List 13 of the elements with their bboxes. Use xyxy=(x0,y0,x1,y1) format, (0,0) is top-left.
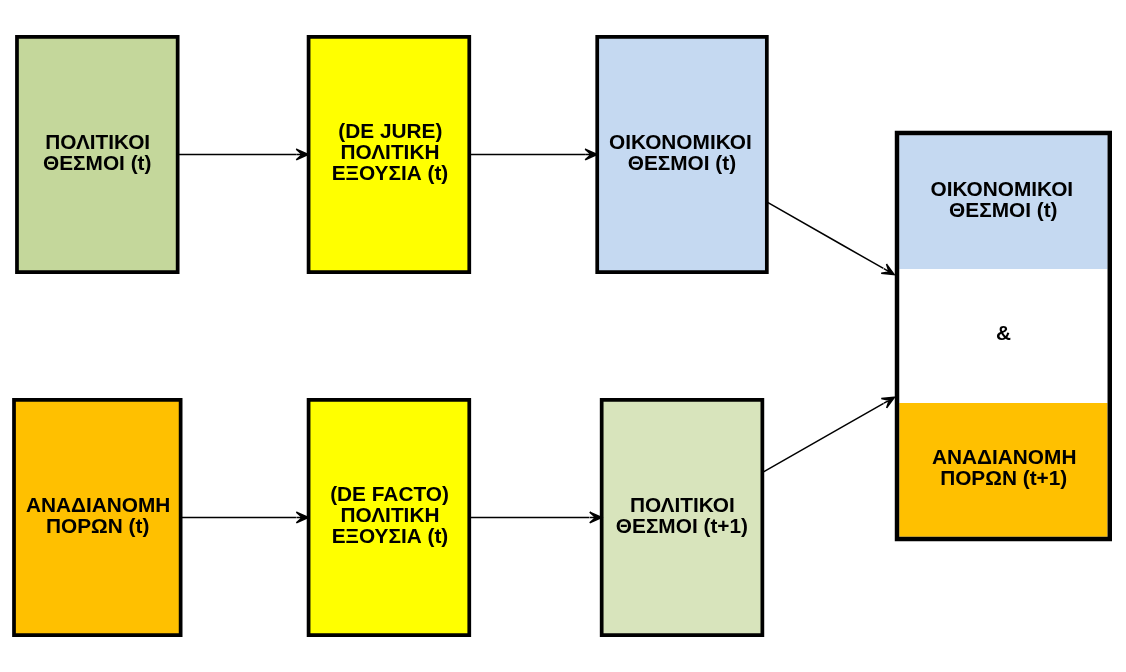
node-box: (DE FACTO) ΠΟΛΙΤΙΚΗ ΕΞΟΥΣΙΑ (t) xyxy=(306,398,472,637)
node-box: ΠΟΛΙΤΙΚΟΙ ΘΕΣΜΟΙ (t+1) xyxy=(599,398,765,637)
arrow xyxy=(761,396,896,474)
arrow xyxy=(176,148,309,161)
node-box: ΑΝΑΔΙΑΝΟΜΗ ΠΟΡΩΝ (t) xyxy=(12,398,183,637)
arrow xyxy=(180,511,310,524)
node-box: ΠΟΛΙΤΙΚΟΙ ΘΕΣΜΟΙ (t) xyxy=(15,35,180,274)
arrow xyxy=(468,511,603,524)
node-box: ΟΙΚΟΝΟΜΙΚΟΙ ΘΕΣΜΟΙ (t) & ΑΝΑΔΙΑΝΟΜΗ ΠΟΡΩΝ (t+1) xyxy=(894,130,1112,542)
arrow xyxy=(766,201,895,276)
node-box: (DE JURE) ΠΟΛΙΤΙΚΗ ΕΞΟΥΣΙΑ (t) xyxy=(306,35,472,274)
node-box: ΟΙΚΟΝΟΜΙΚΟΙ ΘΕΣΜΟΙ (t) xyxy=(595,35,769,274)
arrow xyxy=(468,148,598,161)
